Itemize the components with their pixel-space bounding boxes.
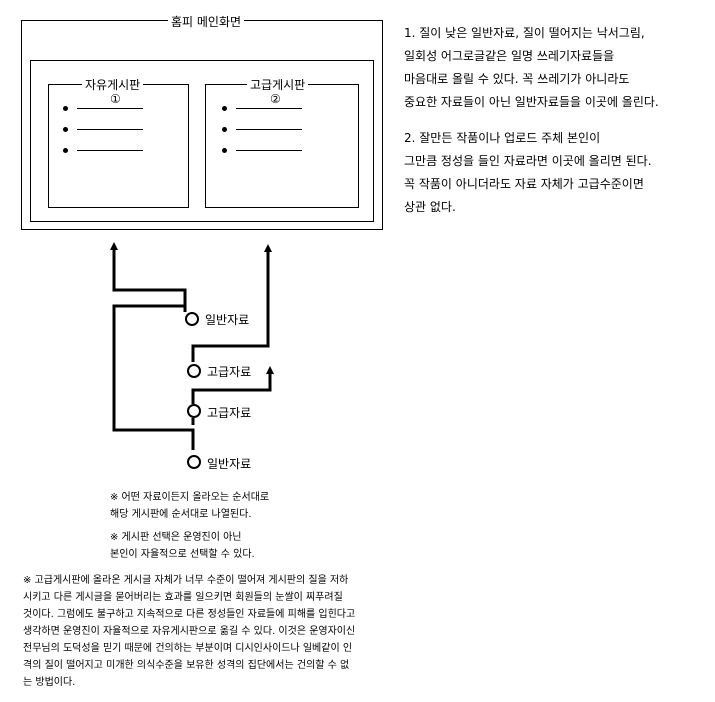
free-board-box — [48, 84, 189, 208]
main-page-title: 홈피 메인화면 — [168, 13, 245, 30]
premium-board-title: 고급게시판 — [247, 76, 309, 93]
bottom-note-line: 생각하면 운영진이 자율적으로 자유게시판으로 옮길 수 있다. 이것은 운영자… — [23, 626, 356, 637]
free-board-list-line — [77, 108, 143, 109]
arrow-premium-chain — [191, 366, 274, 404]
premium-board-number: ② — [270, 92, 281, 106]
premium-board-list-line — [236, 129, 302, 130]
flow-node-label: 일반자료 — [205, 313, 250, 327]
free-board-number: ① — [110, 92, 121, 106]
bottom-note-line: 것이다. 그럼에도 불구하고 지속적으로 다른 정성들인 자료들에 피해를 입힌… — [23, 609, 356, 620]
free-board-list-line — [77, 129, 143, 130]
flow-node-label: 고급자료 — [207, 365, 252, 379]
bottom-note-line: ※ 고급게시판에 올라온 게시글 자체가 너무 수준이 떨어져 게시판의 질을 … — [23, 575, 349, 586]
footnote-line: ※ 게시판 선택은 운영진이 아닌 — [110, 532, 242, 543]
arrow-general-to-free-board — [110, 242, 187, 312]
bottom-note-line: 격의 질이 떨어지고 미개한 의식수준을 보유한 성격의 집단에서는 건의할 수… — [23, 660, 350, 671]
free-board-bullet — [63, 127, 68, 132]
premium-board-bullet — [222, 148, 227, 153]
note-line: 상관 없다. — [404, 200, 456, 214]
flow-node-label: 일반자료 — [207, 457, 252, 471]
premium-board-bullet — [222, 106, 227, 111]
flow-node-circle — [185, 312, 199, 326]
arrow-general-chain — [112, 304, 195, 450]
note-line: 1. 질이 낮은 일반자료, 질이 떨어지는 낙서그림, — [404, 26, 645, 40]
premium-board-box — [205, 84, 359, 208]
note-1: 1. 질이 낮은 일반자료, 질이 떨어지는 낙서그림, 일회성 어그로글같은 … — [404, 22, 659, 114]
free-board-bullet — [63, 106, 68, 111]
free-board-list-line — [77, 150, 143, 151]
premium-board-bullet — [222, 127, 227, 132]
note-line: 일회성 어그로글같은 일명 쓰레기자료들을 — [404, 49, 615, 63]
bottom-note: ※ 고급게시판에 올라온 게시글 자체가 너무 수준이 떨어져 게시판의 질을 … — [23, 572, 355, 691]
flow-node-circle — [187, 455, 201, 469]
footnote-line: 해당 게시판에 순서대로 나열된다. — [110, 509, 252, 520]
note-2: 2. 잘만든 작품이나 업로드 주체 본인이 그만큼 정성을 들인 자료라면 이… — [404, 127, 652, 219]
bottom-note-line: 시키고 다른 게시글을 묻어버리는 효과를 일으키면 회원들의 눈쌀이 찌푸려질 — [23, 592, 343, 603]
footnote-order: ※ 어떤 자료이든지 올라오는 순서대로 해당 게시판에 순서대로 나열된다. — [110, 489, 269, 523]
note-line: 꼭 작품이 아니더라도 자료 자체가 고급수준이면 — [404, 177, 644, 191]
footnote-line: ※ 어떤 자료이든지 올라오는 순서대로 — [110, 492, 270, 503]
bottom-note-line: 는 방법이다. — [23, 677, 76, 688]
note-line: 2. 잘만든 작품이나 업로드 주체 본인이 — [404, 131, 601, 145]
arrow-premium-to-premium-board — [191, 244, 272, 362]
bottom-note-line: 전무님의 도덕성을 믿기 때문에 건의하는 부분이며 디시인사이드나 일베같이 … — [23, 643, 353, 654]
note-line: 중요한 자료들이 아닌 일반자료들을 이곳에 올린다. — [404, 95, 659, 109]
note-line: 그만큼 정성을 들인 자료라면 이곳에 올리면 된다. — [404, 154, 652, 168]
flow-node-circle — [187, 404, 201, 418]
footnote-line: 본인이 자율적으로 선택할 수 있다. — [110, 549, 255, 560]
free-board-title: 자유게시판 — [82, 76, 144, 93]
premium-board-list-line — [236, 150, 302, 151]
flow-node-label: 고급자료 — [207, 406, 252, 420]
flow-node-circle — [187, 364, 201, 378]
note-line: 마음대로 올릴 수 있다. 꼭 쓰레기가 아니라도 — [404, 72, 630, 86]
footnote-selection: ※ 게시판 선택은 운영진이 아닌 본인이 자율적으로 선택할 수 있다. — [110, 529, 255, 563]
premium-board-list-line — [236, 108, 302, 109]
free-board-bullet — [63, 148, 68, 153]
